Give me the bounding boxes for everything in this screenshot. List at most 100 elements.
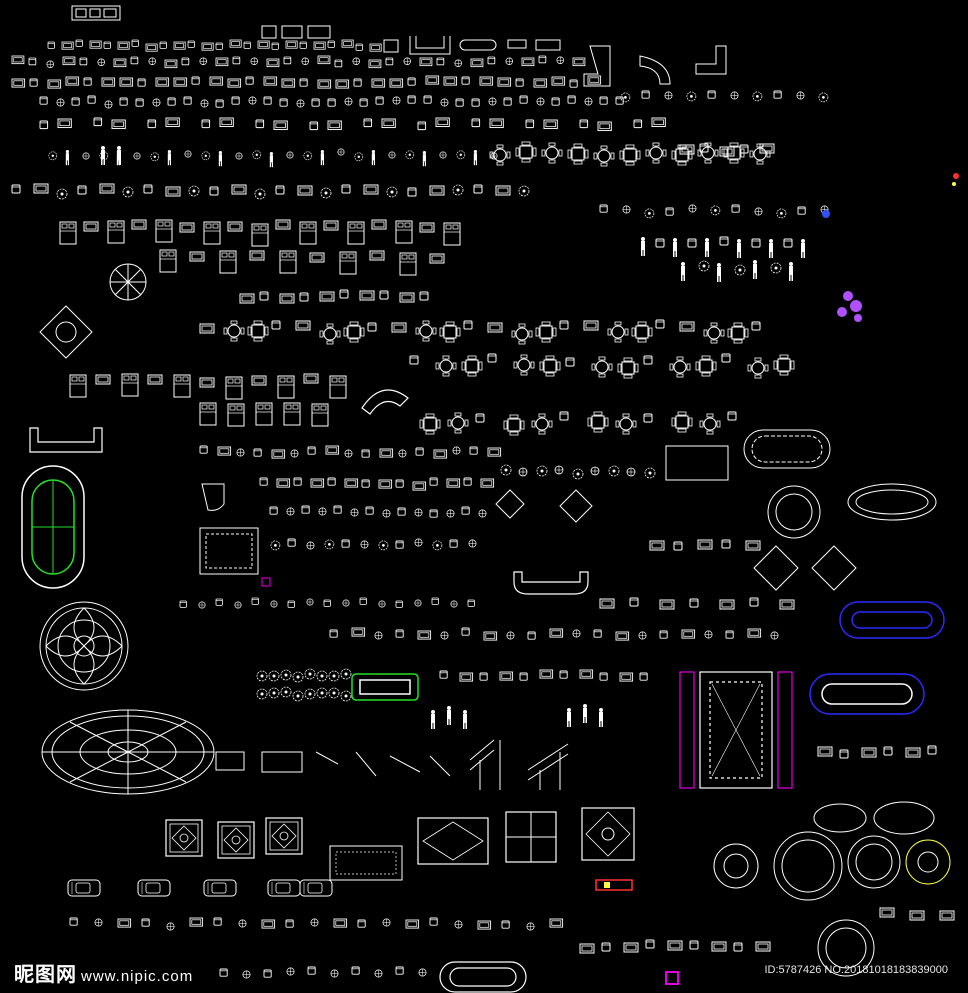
lamp-block [388,151,396,159]
lamp-block [374,969,383,978]
chair-block [449,539,458,548]
plant-block [256,688,268,700]
chair-block [137,78,146,87]
plant-block [328,687,340,699]
chair-block [565,357,575,367]
chair-block [615,96,624,105]
sqtable-block [503,414,525,436]
sofa-block [480,478,495,488]
sofa-block [745,540,761,551]
chair-block [455,98,464,107]
chair-block [385,57,394,66]
oval-dining-table-bottom [439,961,527,993]
sofa-block [599,598,615,609]
sofa-block [231,184,247,195]
chair-block [365,506,374,515]
green-banquet-table [351,673,419,701]
chair-block [641,90,650,99]
chair-block [487,56,496,65]
lamp-block [200,99,209,108]
sofa-block [487,322,503,333]
chair-block [475,413,485,423]
bed-block [69,374,87,398]
diamond-table-abcd [39,305,93,359]
chair-block [727,411,737,421]
sofa-block [113,58,127,68]
bed-block [329,375,347,399]
decorative-medallions [713,801,951,977]
chair-block [351,966,360,975]
sofa-block [909,910,925,921]
sqtable-block [439,321,461,343]
magenta-banquet-table [679,671,793,789]
chair-block [503,97,512,106]
sqtable-block [773,354,795,376]
plant-block [303,151,313,161]
chair-block [359,98,368,107]
chair-block [187,40,195,48]
chair-block [283,56,292,65]
sofa-block [371,78,386,88]
lamp-block [382,509,391,518]
chair-block [307,446,316,455]
rtable-block [591,356,613,378]
sofa-block [61,41,74,50]
sofa-block [719,599,735,610]
chair-block [209,186,219,196]
chair-block [93,117,103,127]
lamp-block [414,599,422,607]
lamp-block [344,449,353,458]
bed-block [339,251,357,275]
plant-block [378,540,389,551]
sofa-block [119,77,134,87]
sofa-block [435,117,450,128]
lamp-block [342,599,350,607]
sqtable-block [587,411,609,433]
sofa-block [83,221,99,232]
plant-block [254,188,266,200]
chair-block [673,541,683,551]
lamp-block [446,509,455,518]
chair-block [311,98,320,107]
plant-block [572,468,584,480]
lamp-block [556,56,564,64]
sofa-block [173,77,188,87]
sofa-block [443,76,458,86]
chair-block [263,969,272,978]
sofa-block [587,75,602,85]
sofa-block [62,56,76,66]
lamp-block [626,467,636,477]
plant-block [48,151,58,161]
sofa-block [227,221,243,232]
sofa-block [251,375,267,386]
lamp-block [286,967,295,976]
sqtable-block [419,413,441,435]
sofa-block [219,117,234,128]
lamp-block [440,631,449,640]
lamp-block [306,598,314,606]
person-block [371,150,375,166]
chair-block [329,629,338,638]
sofa-block [189,251,205,262]
sofa-block [779,599,795,610]
lamp-block [688,204,697,213]
sofa-block [275,219,291,230]
sofa-block [309,252,325,263]
chair-block [11,184,21,194]
sofa-block [389,78,404,88]
chair-block [429,477,438,486]
chair-block [333,505,342,514]
chair-block [293,477,302,486]
sofa-block [266,58,280,68]
plant-block [252,150,262,160]
chair-block [355,43,363,51]
bed-block [251,223,269,247]
chair-block [417,121,427,131]
chair-block [601,942,611,952]
sofa-block [446,478,461,488]
plant-block [686,91,697,102]
chair-block [135,98,144,107]
chair-block [251,597,259,605]
sofa-block [425,75,440,85]
lamp-block [526,922,535,931]
